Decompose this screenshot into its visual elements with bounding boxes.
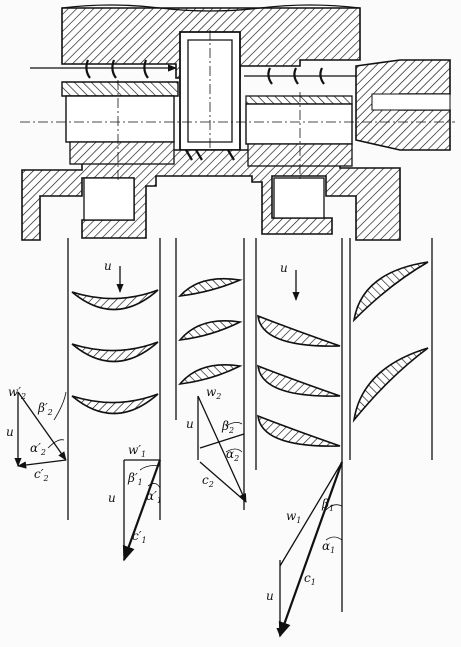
svg-text:u: u — [6, 425, 14, 439]
velocity-triangle-c1 — [276, 461, 344, 638]
velocity-triangle-c2 — [197, 395, 247, 503]
svg-text:u: u — [186, 417, 194, 431]
svg-text:u: u — [280, 261, 288, 275]
svg-text:β2: β2 — [221, 419, 234, 435]
svg-text:w1: w1 — [286, 509, 301, 525]
svg-text:α′1: α′1 — [146, 489, 162, 505]
u-arrow-left: u — [104, 259, 124, 293]
blade-ring-left — [65, 95, 175, 143]
svg-text:u: u — [108, 491, 116, 505]
svg-text:α2: α2 — [226, 447, 239, 463]
svg-text:u: u — [104, 259, 112, 273]
svg-text:w2: w2 — [206, 385, 221, 401]
velocity-triangle-c2-prime — [14, 391, 67, 469]
nozzle-blades-row-1 — [352, 261, 429, 423]
svg-text:α′2: α′2 — [30, 441, 46, 457]
moving-blades-row-1 — [257, 314, 341, 447]
u-arrow-right: u — [280, 261, 300, 301]
svg-text:u: u — [266, 589, 274, 603]
rotor-rim-right — [245, 95, 353, 105]
svg-text:c1: c1 — [304, 571, 316, 587]
svg-text:w′2: w′2 — [8, 385, 26, 401]
svg-text:c2: c2 — [202, 473, 214, 489]
nozzle-blades-row-2 — [177, 277, 243, 386]
svg-text:α1: α1 — [322, 539, 335, 555]
blade-ring-right — [245, 103, 353, 145]
rotor-rim-left — [61, 81, 179, 97]
svg-text:β′1: β′1 — [127, 471, 143, 487]
svg-text:c′1: c′1 — [132, 529, 147, 545]
svg-text:w′1: w′1 — [128, 443, 146, 459]
cascade-boundaries — [67, 238, 433, 612]
svg-text:c′2: c′2 — [34, 467, 49, 483]
turbine-cross-section — [20, 4, 455, 241]
velocity-triangle-c1-prime — [122, 459, 162, 562]
svg-text:β′2: β′2 — [37, 401, 53, 417]
svg-text:β1: β1 — [321, 497, 334, 513]
moving-blades-row-2 — [71, 289, 159, 415]
